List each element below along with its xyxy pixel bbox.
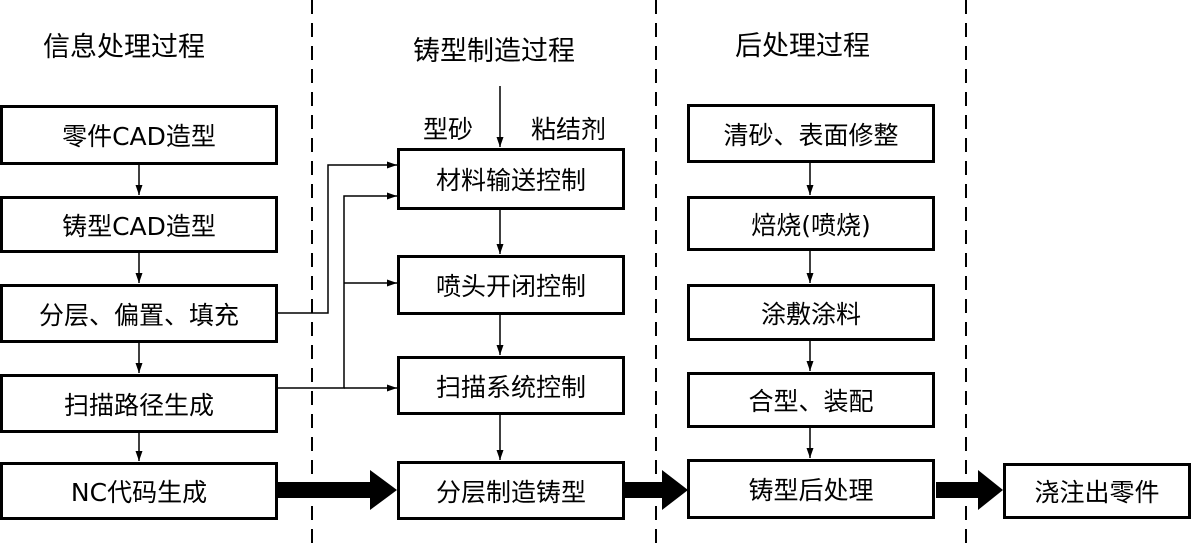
info-step-nc-code: NC代码生成 [0,462,278,520]
info-step-mold-cad: 铸型CAD造型 [0,196,278,253]
post-step-mold-post-processing: 铸型后处理 [687,459,935,519]
info-step-scan-path: 扫描路径生成 [0,374,278,433]
post-step-assembly: 合型、装配 [687,372,935,428]
heavy-arrow-3 [936,470,1003,510]
input-label-sand: 型砂 [423,115,474,144]
mold-step-material-feed: 材料输送控制 [397,148,625,210]
info-step-slicing: 分层、偏置、填充 [0,284,278,343]
main-flow-heavy-arrows [276,470,1003,510]
input-label-binder: 粘结剂 [531,115,607,144]
mold-step-scan-control: 扫描系统控制 [397,356,625,415]
mold-step-nozzle-control: 喷头开闭控制 [397,255,625,315]
post-step-coating: 涂敷涂料 [687,284,935,341]
post-step-cleaning: 清砂、表面修整 [687,104,935,163]
final-step-pouring: 浇注出零件 [1003,463,1191,519]
info-step-part-cad: 零件CAD造型 [0,105,278,165]
mold-step-layer-manufacture: 分层制造铸型 [397,461,625,520]
heavy-arrow-2 [624,470,688,510]
heavy-arrow-1 [276,470,397,510]
header-post-process: 后处理过程 [735,31,870,62]
header-mold-process: 铸型制造过程 [413,36,575,67]
header-info-process: 信息处理过程 [43,32,205,63]
cross-connectors [276,161,397,392]
post-step-baking: 焙烧(喷烧) [687,196,935,251]
